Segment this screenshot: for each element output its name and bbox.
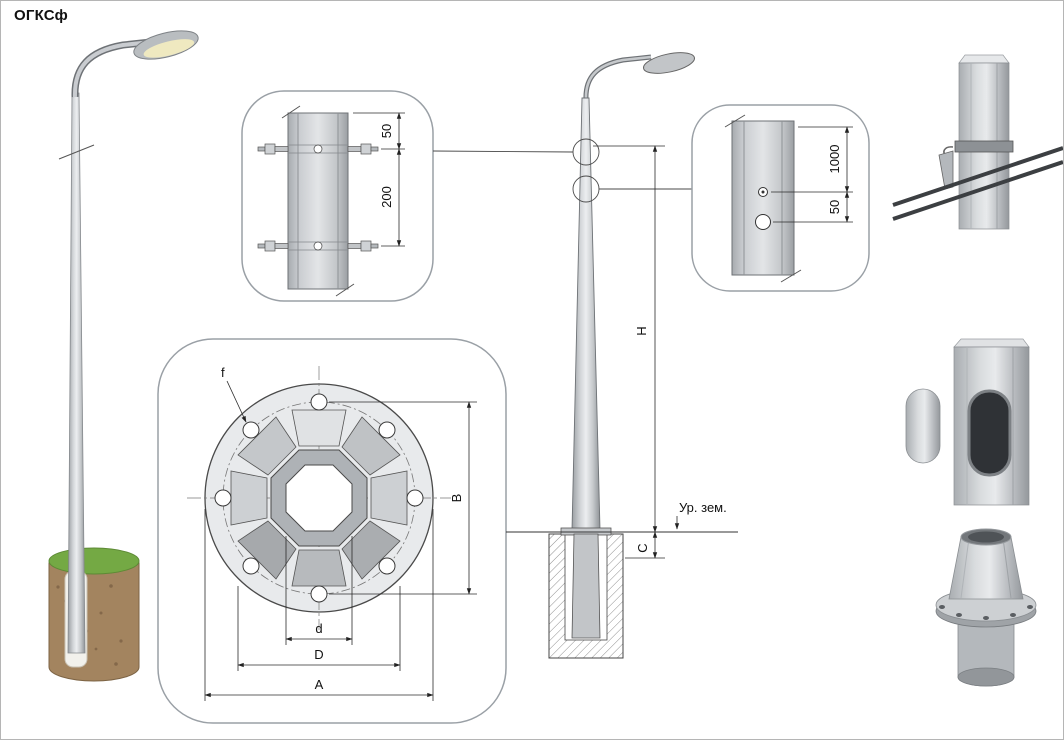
flange-bolt-holes-3d xyxy=(939,605,1033,620)
skirt-bottom xyxy=(957,667,1015,687)
hand-hole-opening xyxy=(967,389,1012,477)
dim-label-A: A xyxy=(315,677,324,692)
break-mark xyxy=(780,269,802,283)
flange-bolt-hole xyxy=(310,585,328,603)
dim-label-200: 200 xyxy=(379,186,394,208)
detail-box-flange: f B d D A xyxy=(157,338,507,724)
facet-line xyxy=(1002,537,1012,599)
grass-top xyxy=(48,547,140,575)
pole-3d-render xyxy=(48,30,199,682)
pole-elevation: H C Ур. зем. xyxy=(432,52,738,659)
dim-label-C: C xyxy=(635,543,650,552)
bolt-holes xyxy=(214,393,424,603)
flange-gusset xyxy=(291,549,347,587)
facet-line xyxy=(960,537,970,599)
column-top-cap xyxy=(958,54,1010,64)
center-hole-octagon xyxy=(285,464,353,532)
flange-bolt-hole xyxy=(214,489,232,507)
lamp-head-elevation xyxy=(642,52,696,74)
cable-upper xyxy=(892,146,1063,207)
render-hand-hole xyxy=(905,338,1030,506)
dim-label-50-right: 50 xyxy=(827,200,842,214)
flange-gusset xyxy=(291,409,347,447)
dim-label-H: H xyxy=(634,326,649,335)
cable-lower xyxy=(892,160,1063,221)
pole-shaft-elevation xyxy=(571,97,601,531)
foundation-cylinder xyxy=(48,562,140,682)
dim-label-B: B xyxy=(449,494,464,503)
pole-arm-3d-highlight xyxy=(72,40,152,98)
pole-arm-elevation xyxy=(583,54,652,101)
column-top-bevel xyxy=(953,338,1030,348)
render-suspension-clamp xyxy=(892,54,1063,230)
page-title: ОГКСф xyxy=(14,7,68,24)
cup-opening-inner xyxy=(968,531,1004,543)
break-mark xyxy=(281,105,301,119)
cover-plate xyxy=(905,388,941,464)
break-mark xyxy=(335,283,355,297)
dim-label-1000: 1000 xyxy=(827,145,842,174)
clamp-row xyxy=(257,143,379,155)
flange-bolt-hole xyxy=(242,421,260,439)
flange-gusset xyxy=(237,520,297,580)
callout-line-left xyxy=(432,150,574,153)
dim-label-50-top: 50 xyxy=(379,124,394,138)
dim-label-d: d xyxy=(315,621,322,636)
flange-gusset xyxy=(341,520,401,580)
dim-label-f: f xyxy=(221,365,225,380)
earth-bolt-center xyxy=(761,190,765,194)
detail-box-cable-entry: 1000 50 xyxy=(691,104,870,292)
cone-cup xyxy=(948,536,1024,600)
pole-section xyxy=(731,120,795,276)
wedge-clamp xyxy=(938,150,954,190)
flange-bolt-hole xyxy=(310,393,328,411)
pole-section xyxy=(287,112,349,290)
lamp-head-3d xyxy=(133,30,199,60)
pole-embedded-section xyxy=(571,533,601,639)
clamp-row xyxy=(257,240,379,252)
detail-box-top-mount: 50 200 xyxy=(241,90,434,302)
gusset-ring xyxy=(230,409,408,587)
band-clamp xyxy=(954,140,1014,153)
cable-hole xyxy=(755,214,771,230)
render-base-flange xyxy=(935,528,1037,687)
flange-gusset xyxy=(370,470,408,526)
flange-bolt-hole xyxy=(378,421,396,439)
pole-shaft-3d xyxy=(67,92,86,654)
flange-gusset xyxy=(237,416,297,476)
flange-gusset xyxy=(230,470,268,526)
flange-bolt-hole xyxy=(378,557,396,575)
flange-bolt-hole xyxy=(406,489,424,507)
leader-line-f xyxy=(226,380,247,423)
break-mark xyxy=(724,114,746,128)
flange-bolt-hole xyxy=(242,557,260,575)
flange-gusset xyxy=(341,416,401,476)
dim-label-D: D xyxy=(314,647,323,662)
pole-break-mark xyxy=(58,144,95,160)
pole-arm-elevation-highlight xyxy=(584,55,652,101)
ground-level-label: Ур. зем. xyxy=(679,500,727,515)
